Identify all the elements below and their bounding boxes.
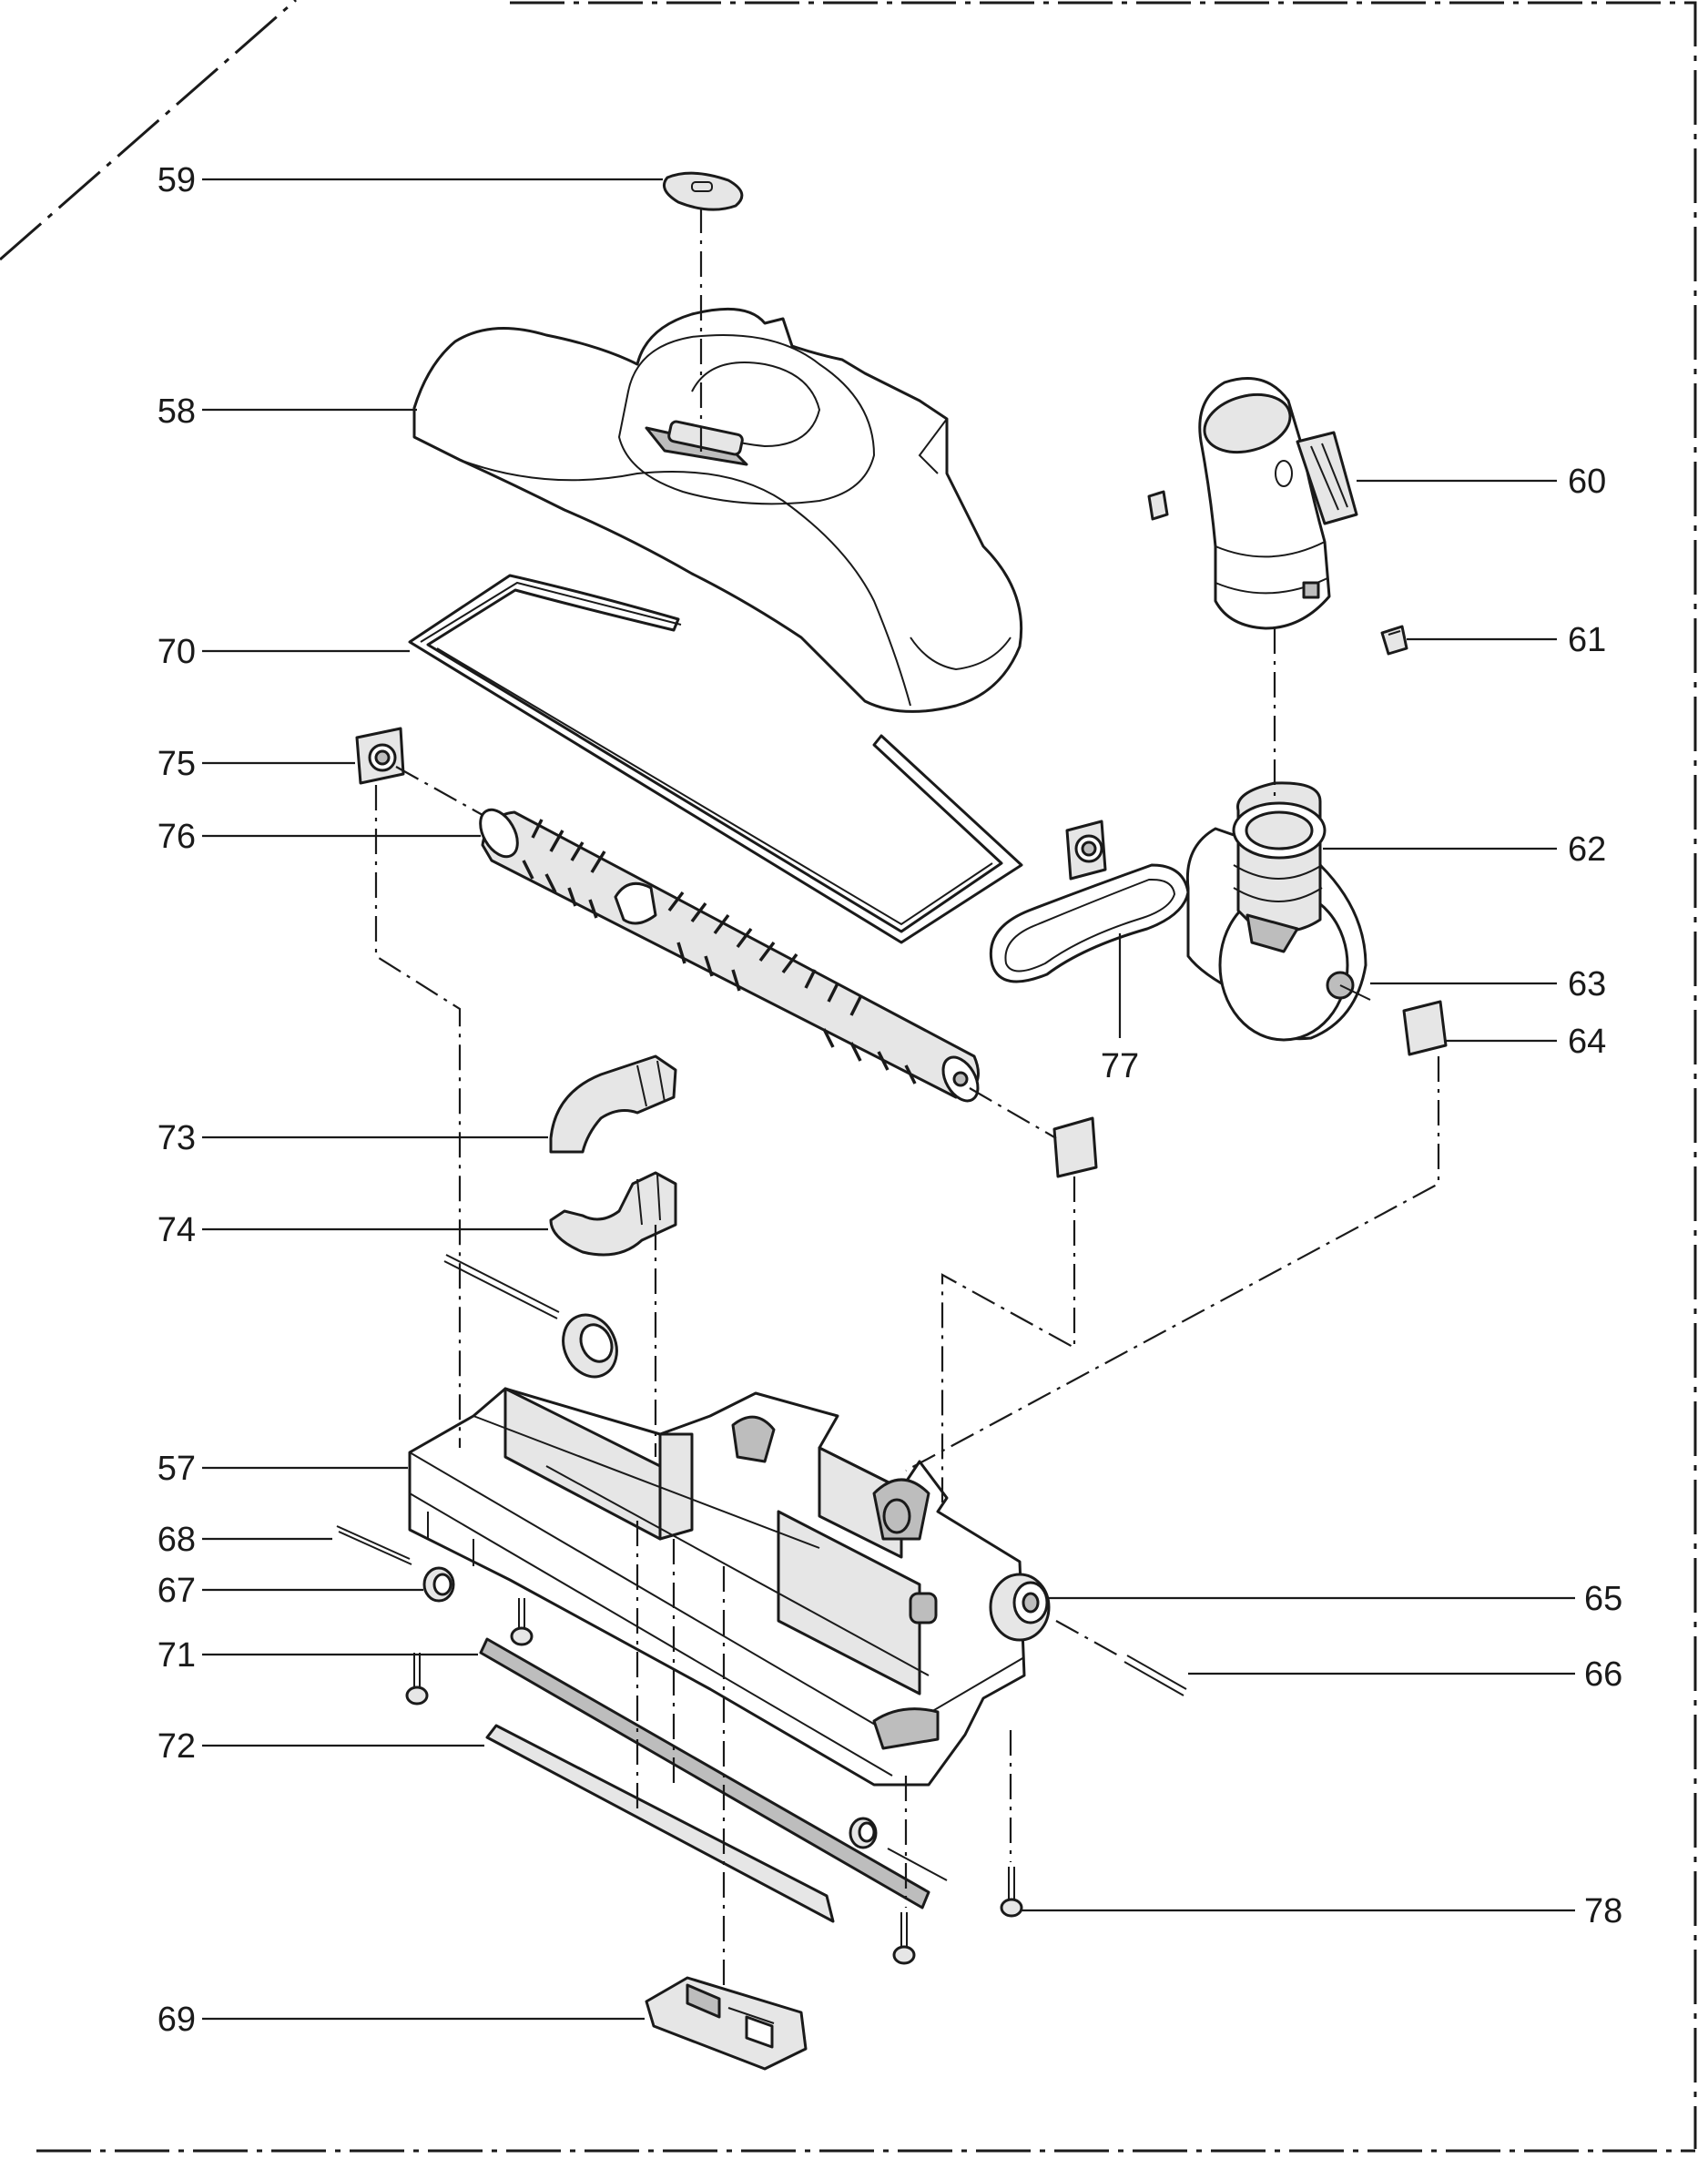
small-wheel-bottom (849, 1817, 948, 1881)
screw-d (1000, 1867, 1023, 1918)
part-58-top-hood (412, 307, 1023, 713)
label-61: 61 (1568, 621, 1606, 659)
label-67: 67 (158, 1572, 196, 1610)
part-77-belt (989, 820, 1190, 983)
label-65: 65 (1584, 1580, 1622, 1618)
label-60: 60 (1568, 463, 1606, 501)
part-63-motor-shaft (1326, 971, 1371, 1001)
part-71-bottom-strip (479, 1637, 930, 1909)
front-roller (443, 1254, 618, 1379)
bearing-plate-right (1052, 1116, 1098, 1178)
leader-lines (202, 178, 1575, 2021)
label-69: 69 (158, 2001, 196, 2039)
part-66-axle (1123, 1655, 1187, 1696)
label-73: 73 (158, 1119, 196, 1157)
screws (405, 1598, 1023, 1965)
part-62-motor-housing (1185, 781, 1367, 1042)
label-57: 57 (158, 1450, 196, 1488)
label-71: 71 (158, 1636, 196, 1675)
label-58: 58 (158, 392, 196, 431)
label-78: 78 (1584, 1892, 1622, 1930)
label-68: 68 (158, 1521, 196, 1559)
screw-a (405, 1653, 429, 1706)
label-64: 64 (1568, 1023, 1606, 1061)
part-72-bottom-plate (485, 1724, 835, 1923)
label-76: 76 (158, 818, 196, 856)
part-69-latch (645, 1976, 808, 2071)
part-64-plate (1402, 1000, 1448, 1056)
part-57-base (408, 1387, 1026, 1787)
part-61-clip (1147, 490, 1408, 656)
part-75-bearing-plate (355, 727, 405, 785)
part-73-upper-clamp (549, 1054, 677, 1154)
label-77: 77 (1101, 1047, 1139, 1085)
part-65-rear-wheel (989, 1573, 1051, 1642)
label-62: 62 (1568, 830, 1606, 869)
label-63: 63 (1568, 965, 1606, 1003)
label-75: 75 (158, 745, 196, 783)
label-59: 59 (158, 161, 196, 199)
part-70-gasket (408, 574, 1023, 944)
label-72: 72 (158, 1727, 196, 1766)
part-labels: 59 58 70 75 76 73 74 57 68 67 71 72 69 6… (158, 161, 1623, 2039)
screw-c (892, 1912, 916, 1965)
bristles (522, 819, 917, 1085)
part-67-small-wheel (336, 1525, 455, 1603)
label-66: 66 (1584, 1655, 1622, 1694)
part-60-swivel-neck (1198, 377, 1358, 630)
part-74-lower-clamp (549, 1171, 677, 1257)
screw-b (510, 1598, 534, 1646)
label-74: 74 (158, 1211, 196, 1249)
part-59-button (663, 171, 744, 211)
part-76-brushroll (479, 808, 980, 1103)
label-70: 70 (158, 633, 196, 671)
